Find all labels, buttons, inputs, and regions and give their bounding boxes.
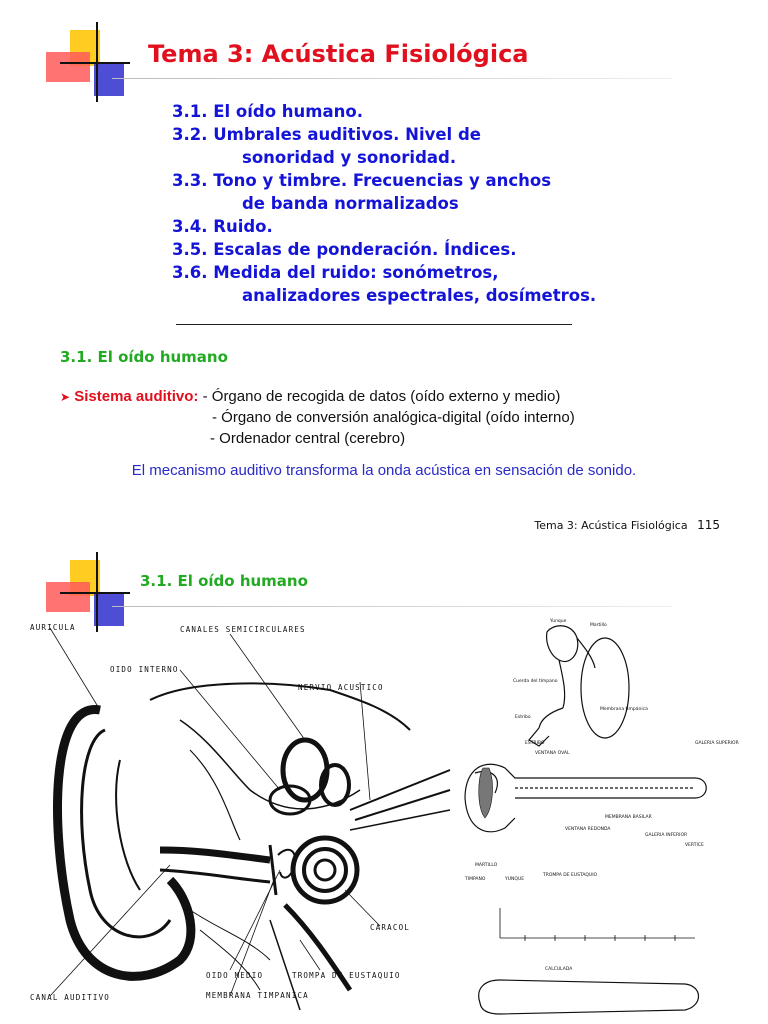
title-rule — [112, 78, 672, 79]
toc-item: 3.6. Medida del ruido: sonómetros,analiz… — [172, 263, 597, 305]
label-caracol: CARACOL — [370, 923, 410, 932]
page-title: Tema 3: Acústica Fisiológica — [148, 40, 529, 68]
mechanism-statement: El mecanismo auditivo transforma la onda… — [131, 462, 637, 479]
label-membrana: MEMBRANA TIMPANICA — [206, 991, 309, 1000]
section-heading: 3.1. El oído humano — [60, 348, 228, 366]
decorative-logo — [46, 552, 146, 634]
system-item: - Ordenador central (cerebro) — [210, 430, 406, 447]
toc-item: 3.5. Escalas de ponderación. Índices. — [172, 240, 517, 259]
label-estribo-caps: ESTRIBO — [525, 740, 545, 746]
label-martillo: Martillo — [590, 622, 607, 628]
label-martillo-caps: MARTILLO — [475, 862, 498, 868]
page-number: 115 — [697, 518, 720, 532]
label-oido-interno: OIDO INTERNO — [110, 665, 179, 674]
label-yunque-caps: YUNQUE — [504, 876, 524, 882]
label-trompa-caps: TROMPA DE EUSTAQUIO — [542, 872, 598, 878]
system-label: Sistema auditivo: — [74, 388, 199, 405]
label-canal: CANAL AUDITIVO — [30, 993, 110, 1002]
label-vertice: VERTICE — [685, 842, 704, 848]
label-yunque: Yunque — [549, 618, 567, 624]
slide-footer: Tema 3: Acústica Fisiológica 115 — [534, 518, 720, 532]
section-heading: 3.1. El oído humano — [140, 572, 308, 590]
ear-cross-section-diagram: AURICULA CANALES SEMICIRCULARES OIDO INT… — [30, 623, 451, 1011]
label-canales: CANALES SEMICIRCULARES — [180, 625, 306, 634]
label-galeria-superior: GALERIA SUPERIOR — [695, 740, 739, 746]
label-ventana-oval: VENTANA OVAL — [535, 750, 570, 756]
slide-2: 3.1. El oído humano — [0, 548, 768, 1024]
auditory-system-list: ➤ Sistema auditivo: - Órgano de recogida… — [60, 386, 575, 447]
label-galeria-inferior: GALERIA INFERIOR — [645, 832, 687, 838]
label-membrana-timpanica: Membrana timpánica — [600, 705, 648, 712]
label-membrana-basilar: MEMBRANA BASILAR — [605, 814, 652, 820]
label-nervio: NERVIO ACUSTICO — [298, 683, 384, 692]
label-oido-medio: OIDO MEDIO — [206, 971, 263, 980]
table-of-contents: 3.1. El oído humano. 3.2. Umbrales audit… — [172, 100, 596, 307]
system-item: - Órgano de conversión analógica-digital… — [212, 409, 575, 426]
toc-item: 3.3. Tono y timbre. Frecuencias y anchos… — [172, 171, 552, 213]
label-ventana-redonda: VENTANA REDONDA — [565, 826, 611, 832]
slide-1: Tema 3: Acústica Fisiológica 3.1. El oíd… — [46, 22, 720, 532]
arrow-bullet-icon: ➤ — [60, 390, 71, 404]
title-rule — [112, 606, 672, 607]
label-calculada: CALCULADA — [545, 966, 573, 972]
ossicles-detail-diagram: Martillo Yunque Cuerda del tímpano Estri… — [464, 618, 739, 1015]
label-auricula: AURICULA — [30, 623, 76, 632]
label-trompa: TROMPA DE EUSTAQUIO — [292, 971, 401, 980]
label-cuerda: Cuerda del tímpano — [513, 677, 558, 684]
toc-item: 3.4. Ruido. — [172, 217, 273, 236]
toc-item: 3.1. El oído humano. — [172, 102, 363, 121]
system-item: - Órgano de recogida de datos (oído exte… — [202, 388, 561, 405]
label-estribo: Estribo — [515, 714, 531, 720]
label-timpano: TIMPANO — [464, 876, 486, 882]
footer-text: Tema 3: Acústica Fisiológica — [534, 519, 688, 532]
separator-line — [176, 324, 572, 325]
decorative-logo — [46, 22, 146, 104]
